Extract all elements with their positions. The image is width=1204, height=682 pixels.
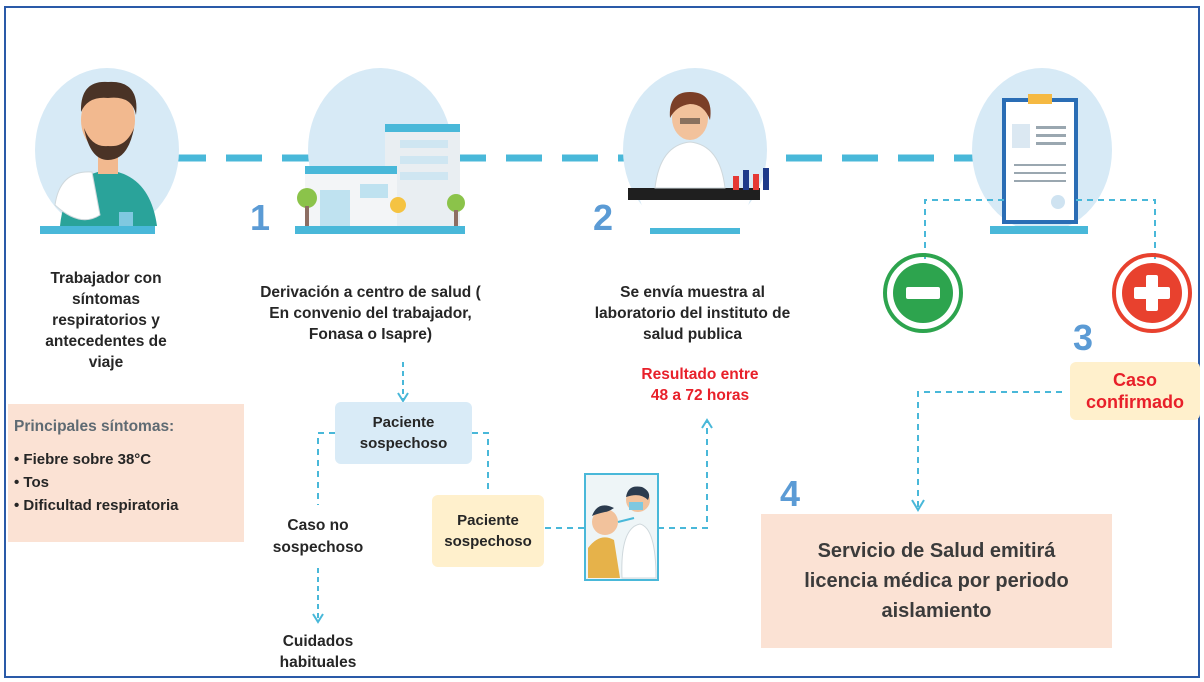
step-lab-label: Se envía muestra al laboratorio del inst… [594, 284, 791, 343]
result-time-line2: 48 a 72 horas [650, 387, 750, 404]
lab-scientist-icon [623, 68, 769, 234]
suspect-patient-box: Paciente sospechoso [335, 402, 472, 464]
not-suspect-line2: sospechoso [272, 539, 364, 556]
license-box: Servicio de Salud emitirá licencia médic… [761, 514, 1112, 648]
symptom-item: • Dificultad respiratoria [14, 497, 179, 514]
usual-care-line2: habituales [279, 654, 357, 671]
suspect-second-line2: sospechoso [444, 533, 532, 550]
minus-circle-icon [883, 253, 963, 333]
suspect-patient-box-second: Paciente sospechoso [432, 495, 544, 567]
symptoms-title: Principales síntomas: [14, 418, 175, 435]
health-center-building-icon [295, 68, 465, 234]
confirmed-line2: confirmado [1085, 392, 1184, 412]
worker-coughing-icon [35, 68, 179, 234]
confirmed-arrow [917, 391, 1062, 508]
symptom-item: • Fiebre sobre 38°C [14, 451, 152, 468]
suspect-line2: sospechoso [359, 435, 448, 452]
symptom-item-text: Tos [23, 474, 49, 491]
suspect-branch-left [317, 432, 335, 505]
step-number-3: 3 [1073, 317, 1094, 358]
step-number-2: 2 [593, 197, 614, 238]
symptom-item: • Tos [14, 474, 49, 491]
symptom-item-text: Fiebre sobre 38°C [23, 451, 152, 468]
result-branch-dashed-line [924, 199, 1156, 260]
suspect-second-line1: Paciente [457, 512, 519, 529]
confirmed-case-box: Caso confirmado [1070, 362, 1200, 420]
symptom-item-text: Dificultad respiratoria [23, 497, 179, 514]
result-time-line1: Resultado entre [641, 366, 759, 383]
license-line1: Servicio de Salud emitirá [817, 540, 1056, 562]
license-line3: aislamiento [881, 600, 992, 622]
step-number-1: 1 [250, 197, 271, 238]
not-suspect-line1: Caso no [287, 517, 349, 534]
step-worker-label: Trabajador con síntomas respiratorios y … [45, 270, 167, 371]
result-arrow [658, 420, 708, 529]
medical-report-icon [972, 68, 1112, 234]
step-derivation-label: Derivación a centro de salud ( En conven… [260, 284, 481, 343]
suspect-line1: Paciente [372, 414, 435, 431]
license-line2: licencia médica por periodo [804, 570, 1069, 592]
suspect-branch-right [472, 432, 489, 494]
plus-circle-icon [1112, 253, 1192, 333]
symptoms-box: Principales síntomas: • Fiebre sobre 38°… [8, 404, 244, 542]
nasal-swab-test-icon [584, 473, 659, 581]
step-number-4: 4 [780, 473, 801, 514]
confirmed-line1: Caso [1112, 370, 1157, 390]
diagram-frame [4, 6, 1200, 678]
usual-care-line1: Cuidados [282, 633, 354, 650]
